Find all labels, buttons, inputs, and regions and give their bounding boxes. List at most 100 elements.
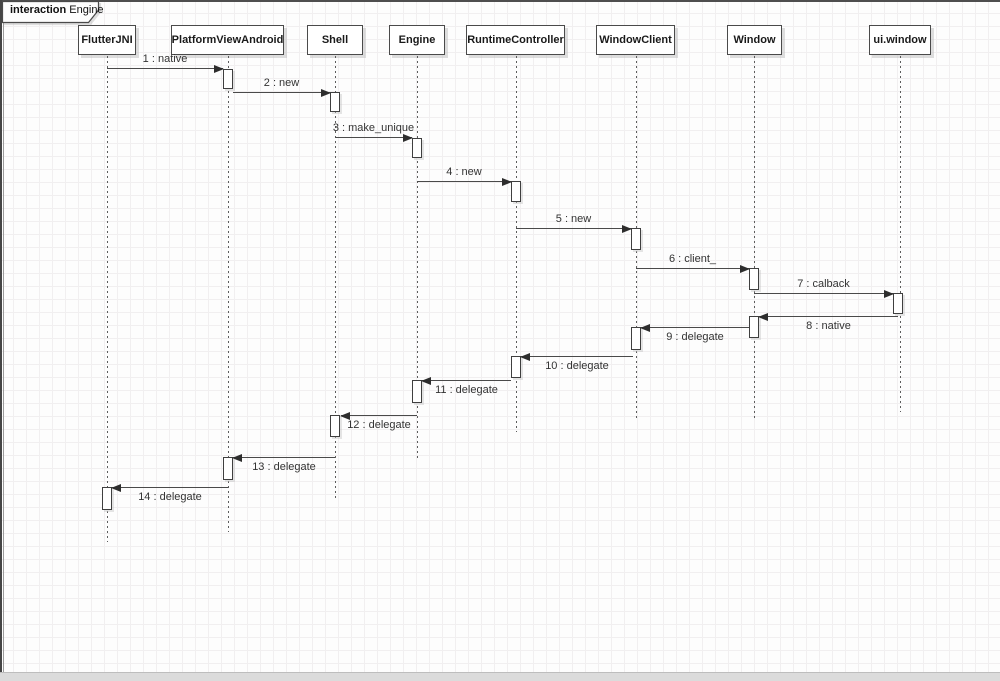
message-label: 3 : make_unique [332, 122, 415, 134]
lifeline-head-windowclient[interactable]: WindowClient [596, 25, 675, 55]
lifeline-head-flutterjni[interactable]: FlutterJNI [78, 25, 136, 55]
activation-engine-3[interactable] [412, 138, 422, 158]
lifeline-title: Window [733, 34, 776, 46]
lifeline-head-runtimecontroller[interactable]: RuntimeController [466, 25, 565, 55]
lifeline-title: PlatformViewAndroid [171, 34, 284, 46]
arrowhead-right-icon [321, 88, 331, 97]
lifeline-head-platformviewandroid[interactable]: PlatformViewAndroid [171, 25, 284, 55]
message-label: 8 : native [806, 320, 851, 332]
lifeline-head-shell[interactable]: Shell [307, 25, 363, 55]
activation-windowclient-9[interactable] [631, 327, 641, 350]
arrowhead-left-icon [232, 453, 242, 462]
message-9[interactable]: 9 : delegate [640, 312, 749, 346]
interaction-frame-tab[interactable]: interaction Engine [1, 0, 106, 24]
window-top-edge [0, 0, 1000, 2]
lifeline-title: Shell [321, 34, 349, 46]
activation-engine-11[interactable] [412, 380, 422, 403]
horizontal-scrollbar[interactable] [0, 672, 1000, 681]
lifeline-window[interactable] [754, 56, 755, 418]
lifeline-head-ui-window[interactable]: ui.window [869, 25, 931, 55]
frame-tab-label: interaction Engine [10, 4, 104, 16]
message-label: 13 : delegate [252, 461, 316, 473]
lifeline-head-engine[interactable]: Engine [389, 25, 445, 55]
message-line [759, 316, 898, 317]
message-line [521, 356, 633, 357]
activation-runtimecontroller-4[interactable] [511, 181, 521, 202]
message-label: 9 : delegate [666, 331, 724, 343]
message-label: 10 : delegate [545, 360, 609, 372]
message-line [112, 487, 228, 488]
message-label: 5 : new [555, 213, 592, 225]
message-label: 11 : delegate [435, 384, 498, 396]
message-line [516, 228, 631, 229]
lifeline-title: FlutterJNI [81, 34, 133, 46]
arrowhead-right-icon [740, 264, 750, 273]
lifeline-title: RuntimeController [467, 34, 564, 46]
message-3[interactable]: 3 : make_unique [333, 122, 414, 156]
arrowhead-left-icon [758, 312, 768, 321]
lifeline-title: Engine [398, 34, 436, 46]
message-line [754, 293, 893, 294]
message-line [233, 92, 330, 93]
lifeline-flutterjni[interactable] [107, 56, 108, 542]
arrowhead-left-icon [520, 352, 530, 361]
message-2[interactable]: 2 : new [233, 77, 331, 111]
lifeline-ui-window[interactable] [900, 56, 901, 412]
arrowhead-left-icon [640, 323, 650, 332]
message-4[interactable]: 4 : new [417, 166, 512, 200]
message-line [422, 380, 511, 381]
activation-windowclient-5[interactable] [631, 228, 641, 250]
lifeline-runtimecontroller[interactable] [516, 56, 517, 432]
message-line [636, 268, 749, 269]
lifeline-title: WindowClient [599, 34, 672, 46]
lifeline-platformviewandroid[interactable] [228, 56, 229, 532]
activation-shell-2[interactable] [330, 92, 340, 112]
arrowhead-left-icon [421, 376, 431, 385]
activation-platformviewandroid-13[interactable] [223, 457, 233, 480]
lifeline-head-window[interactable]: Window [727, 25, 782, 55]
arrowhead-left-icon [111, 483, 121, 492]
message-7[interactable]: 7 : calback [754, 278, 894, 312]
message-label: 4 : new [446, 166, 482, 178]
activation-shell-12[interactable] [330, 415, 340, 437]
message-line [233, 457, 335, 458]
message-5[interactable]: 5 : new [516, 213, 632, 247]
frame-left-border [3, 2, 4, 680]
message-8[interactable]: 8 : native [758, 301, 898, 335]
message-label: 1 : native [142, 53, 188, 65]
arrowhead-right-icon [884, 289, 894, 298]
message-12[interactable]: 12 : delegate [340, 400, 417, 434]
message-line [341, 415, 417, 416]
message-label: 14 : delegate [138, 491, 202, 503]
message-line [641, 327, 749, 328]
frame-tab-pentagon-icon [1, 0, 100, 24]
activation-ui-window-7[interactable] [893, 293, 903, 314]
activation-window-6[interactable] [749, 268, 759, 290]
message-label: 7 : calback [797, 278, 850, 290]
arrowhead-right-icon [502, 177, 512, 186]
activation-runtimecontroller-10[interactable] [511, 356, 521, 378]
lifeline-shell[interactable] [335, 56, 336, 501]
activation-flutterjni-14[interactable] [102, 487, 112, 510]
window-left-edge [0, 0, 2, 680]
message-11[interactable]: 11 : delegate [421, 365, 511, 399]
message-13[interactable]: 13 : delegate [232, 442, 335, 476]
message-1[interactable]: 1 : native [107, 53, 224, 87]
frame-name: Engine [69, 4, 104, 16]
frame-keyword: interaction [10, 4, 67, 16]
message-label: 2 : new [263, 77, 300, 89]
message-line [417, 181, 511, 182]
activation-platformviewandroid-1[interactable] [223, 69, 233, 89]
message-line [107, 68, 223, 69]
arrowhead-right-icon [214, 64, 224, 73]
message-14[interactable]: 14 : delegate [111, 472, 228, 506]
activation-window-8[interactable] [749, 316, 759, 338]
message-label: 12 : delegate [347, 419, 411, 431]
message-6[interactable]: 6 : client_ [636, 253, 750, 287]
message-10[interactable]: 10 : delegate [520, 341, 633, 375]
arrowhead-right-icon [622, 224, 632, 233]
message-line [335, 137, 412, 138]
lifeline-engine[interactable] [417, 56, 418, 460]
message-label: 6 : client_ [668, 253, 717, 265]
